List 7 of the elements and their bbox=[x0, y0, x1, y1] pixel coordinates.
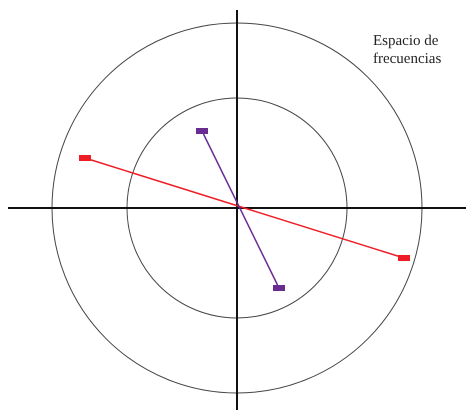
connecting-line bbox=[90, 159, 398, 257]
marker-bar bbox=[398, 255, 410, 261]
marker-bar bbox=[196, 128, 208, 134]
marker-bar bbox=[79, 155, 91, 161]
marker-bar bbox=[273, 285, 285, 291]
region-label: Espacio de frecuencias bbox=[373, 32, 442, 68]
connecting-line bbox=[202, 134, 278, 286]
